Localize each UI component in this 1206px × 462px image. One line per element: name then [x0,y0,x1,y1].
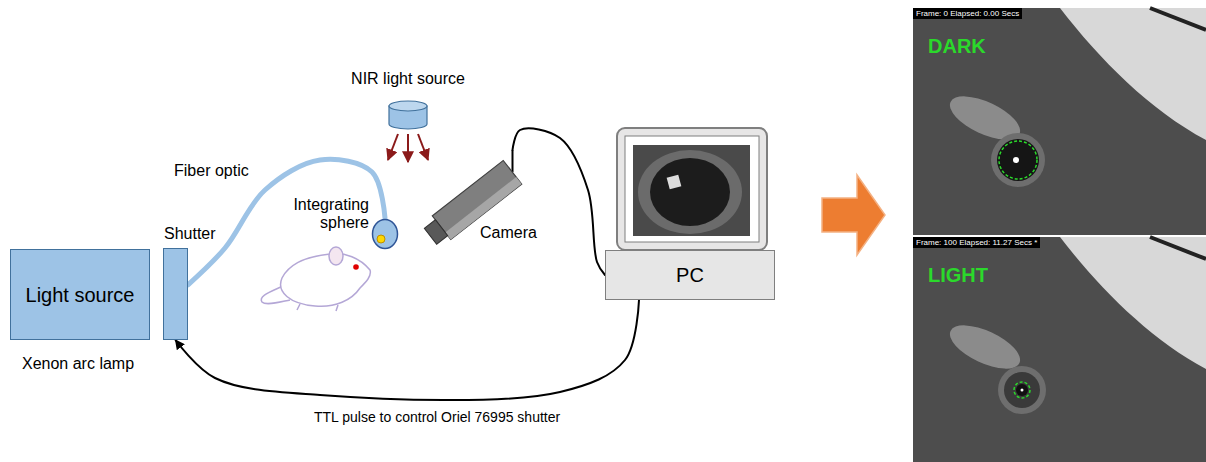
photo-whisker [1150,237,1206,259]
monitor-frame [617,128,767,250]
light-ray [388,134,398,160]
node-label: Frame: 0 Elapsed: 0.00 Secs [913,8,1022,19]
monitor-bezel [625,136,759,242]
eye-photo-light [913,237,1206,462]
node-label: Light source [26,283,135,306]
photo-fur [913,8,1206,235]
node-label: Frame: 100 Elapsed: 11.27 Secs * [913,237,1040,248]
integrating-sphere-outline [371,218,399,250]
mouse-drawing [261,247,370,311]
mouse-feet [297,304,338,311]
photo-fur [913,237,1206,462]
shutter-box: Shutter [163,248,188,340]
nir-light-rays [388,134,428,162]
cylinder-top [389,101,427,111]
node-text: LIGHT [928,264,988,287]
camera-cable-stub [512,150,514,172]
photo-ground [913,237,1206,462]
sphere-port [377,235,385,243]
photo-eye-ring [991,133,1045,187]
eye-photo-panel: Frame: 0 Elapsed: 0.00 SecsDARK [913,8,1206,235]
pupil-center [1021,389,1024,392]
screen-reflection [667,175,682,190]
screen-image [633,145,750,236]
eye-photo-panel: Frame: 100 Elapsed: 11.27 Secs * LIGHT [913,237,1206,462]
screen-eye [650,158,730,226]
light-ray [407,134,409,162]
pupil-fit-circle [999,141,1037,179]
light-source-box: Light source [10,249,150,340]
mouse-body [281,254,371,307]
node-label: PC [676,264,704,287]
photo-pupil [1016,384,1028,396]
photo-pupil [997,139,1039,181]
connector-label: Fiber optic [172,162,251,180]
ttl-cable [176,300,640,400]
photo-eye-ring [998,366,1046,414]
light-ray [418,134,428,160]
camera-cable [513,128,606,275]
node-label: Shutter [164,225,216,243]
camera-lens [424,220,447,244]
node-label: Camera [480,224,537,242]
mouse-ear [329,247,343,265]
photo-ground [913,8,1206,235]
lamp-type-label: Xenon arc lamp [22,355,134,373]
pupil-fit-circle [1014,382,1030,398]
monitor [617,128,767,250]
nir-light-source: NIR light source [388,100,428,130]
screen-fur [638,150,742,234]
node-label: NIR light source [346,70,470,88]
nir-light-source-outline [388,100,428,130]
node-label: Integrating sphere [279,196,369,233]
result-arrow [822,175,885,255]
pc-box: PC [605,250,775,300]
mouse-eye [353,264,359,270]
sphere-outline [373,220,398,249]
camera: Camera [418,150,543,248]
photo-iris [1004,372,1040,408]
eye-photo-dark [913,8,1206,235]
photo-whisker [1150,8,1206,30]
pupil-center [1013,157,1019,163]
connector-label: TTL pulse to control Oriel 76995 shutter [312,409,562,425]
integrating-sphere: Integrating sphere [371,218,399,250]
node-text: DARK [928,35,986,58]
